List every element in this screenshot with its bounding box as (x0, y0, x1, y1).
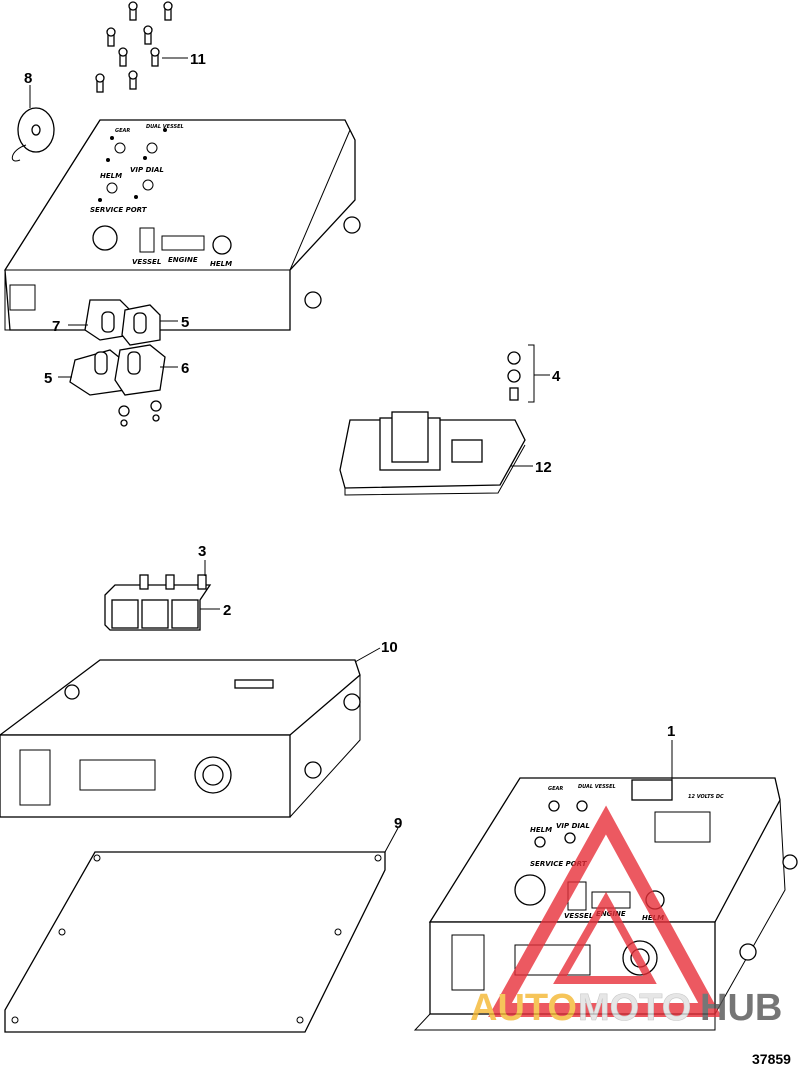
callout-2: 2 (223, 602, 231, 619)
label-service-port: SERVICE PORT (90, 206, 148, 214)
callout-11: 11 (190, 51, 206, 68)
service-cap-part: 8 (11, 70, 55, 162)
callout-7: 7 (52, 318, 60, 335)
label-helm-assembled: HELM (530, 826, 552, 834)
watermark-auto: AUTO (470, 987, 577, 1029)
label-service-port-assembled: SERVICE PORT (530, 860, 588, 868)
callout-9: 9 (394, 815, 402, 832)
figure-number: 37859 (752, 1051, 791, 1067)
label-vip-dial-assembled: VIP DIAL (556, 822, 590, 830)
label-dual-vessel-assembled: DUAL VESSEL (578, 784, 616, 790)
automotohub-watermark: AUTO MOTO HUB (470, 805, 782, 1029)
callout-5-upper: 5 (181, 314, 189, 331)
callout-4: 4 (552, 368, 561, 385)
ecm-housing: 10 (0, 639, 398, 818)
label-dual-vessel: DUAL VESSEL (146, 124, 184, 130)
label-12-volts: 12 VOLTS DC (688, 794, 724, 800)
screws-group: 11 (95, 1, 206, 93)
label-helm-port: HELM (210, 260, 232, 268)
label-engine: ENGINE (168, 256, 198, 264)
label-vip-dial: VIP DIAL (130, 166, 164, 174)
module-cover: GEAR DUAL VESSEL HELM VIP DIAL SERVICE P… (4, 119, 361, 331)
label-gear: GEAR (115, 128, 130, 134)
callout-5-lower: 5 (44, 370, 52, 387)
label-helm: HELM (100, 172, 122, 180)
relay-mount-parts: 7 5 5 6 (44, 299, 189, 427)
label-vessel-assembled: VESSEL (564, 912, 593, 920)
watermark-hub: HUB (700, 987, 782, 1029)
callout-10: 10 (381, 639, 398, 656)
callout-1: 1 (667, 723, 675, 740)
relays: 3 2 (104, 543, 231, 631)
label-gear-assembled: GEAR (548, 786, 563, 792)
washer-stack: 4 (507, 344, 561, 403)
label-vessel: VESSEL (132, 258, 161, 266)
watermark-moto: MOTO (578, 987, 691, 1029)
callout-12: 12 (535, 459, 552, 476)
bottom-plate: 9 (4, 815, 402, 1033)
callout-6: 6 (181, 360, 189, 377)
callout-8: 8 (24, 70, 32, 87)
mounting-bracket: 12 (339, 411, 552, 496)
callout-3: 3 (198, 543, 206, 560)
